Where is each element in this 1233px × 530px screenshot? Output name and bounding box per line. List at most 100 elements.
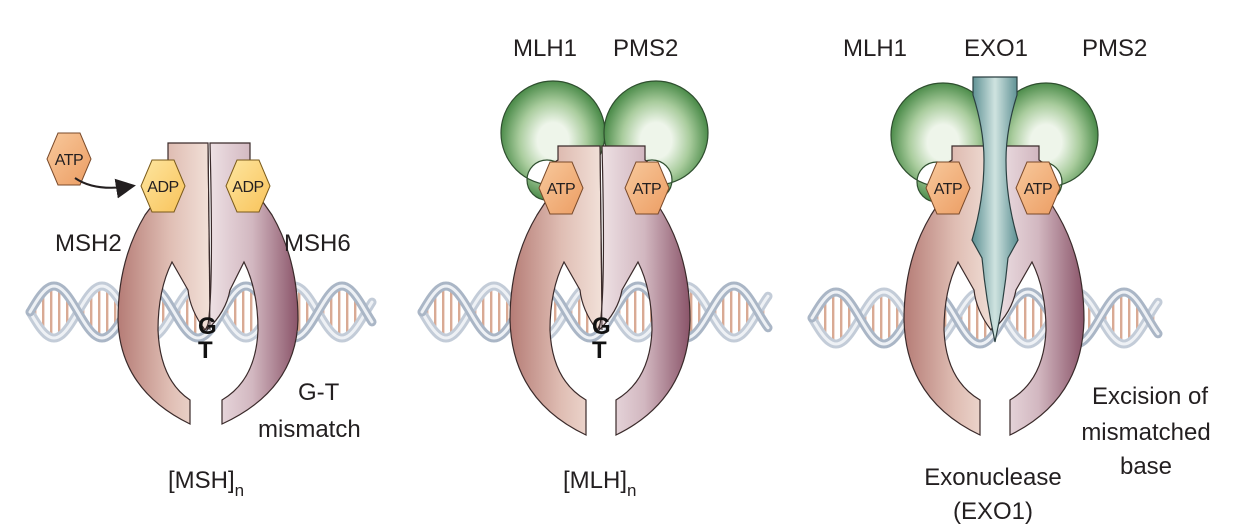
panel-exo1: ATP ATP MLH1 EXO1 PMS2 Excision of misma… xyxy=(807,35,1211,525)
label-pms2: PMS2 xyxy=(1082,35,1147,62)
dna-base-pair xyxy=(66,293,69,331)
label-excision-line2: mismatched xyxy=(1081,419,1210,446)
dna-base-pair xyxy=(698,293,701,331)
panel-msh: G T ATP ADP ADP MSH2 MSH6 G-T mismatch [… xyxy=(25,132,377,500)
adp-hexagon-right: ADP xyxy=(225,159,271,213)
label-pms2: PMS2 xyxy=(613,35,678,62)
dna-base-pair xyxy=(90,293,93,331)
dna-base-pair xyxy=(186,293,189,331)
caption-exonuclease-line2: (EXO1) xyxy=(953,498,1033,525)
dna-base-pair xyxy=(832,292,835,344)
dna-base-pair xyxy=(554,293,557,331)
dna-base-pair xyxy=(1120,292,1123,344)
mismatch-base-t: T xyxy=(198,337,213,364)
caption-mlh: [MLH]n xyxy=(563,467,636,500)
exchange-arrow-icon xyxy=(74,177,136,199)
dna-base-pair xyxy=(1016,299,1019,337)
dna-strand-highlight xyxy=(28,284,374,340)
dna-base-pair xyxy=(490,286,493,338)
dna-base-pair xyxy=(1136,299,1139,337)
dna-base-pair xyxy=(98,286,101,338)
dna-base-pair xyxy=(746,293,749,331)
atp-hexagon-left: ATP xyxy=(538,161,584,215)
adp-label-right: ADP xyxy=(232,179,263,196)
dna-base-pair xyxy=(730,286,733,338)
dna-base-pair xyxy=(434,293,437,331)
mlh-left-subunit xyxy=(509,145,604,436)
atp-label-left: ATP xyxy=(547,181,575,198)
dna-base-pair xyxy=(234,293,237,331)
atp-hexagon-right: ATP xyxy=(624,161,670,215)
exo-left-subunit xyxy=(903,145,998,436)
dna-base-pair xyxy=(482,293,485,331)
dna-base-pair xyxy=(306,293,309,331)
dna-base-pair xyxy=(626,293,629,331)
dna-base-pair xyxy=(106,286,109,338)
dna-base-pair xyxy=(722,293,725,331)
atp-label-left: ATP xyxy=(934,181,962,198)
label-excision-line1: Excision of xyxy=(1092,383,1208,410)
msh2-subunit xyxy=(117,142,212,425)
atp-hexagon-left: ATP xyxy=(925,161,971,215)
mismatch-base-g: G xyxy=(592,313,611,340)
dna-base-pair xyxy=(162,293,165,331)
dna-base-pair xyxy=(1032,292,1035,344)
exo1-nuclease xyxy=(971,76,1019,343)
dna-base-pair xyxy=(944,299,947,337)
label-msh2: MSH2 xyxy=(55,230,122,257)
dna-base-pair xyxy=(840,292,843,344)
dna-base-pair xyxy=(354,293,357,331)
dna-base-pair xyxy=(690,286,693,338)
dna-base-pair xyxy=(738,286,741,338)
dna-base-pair xyxy=(634,286,637,338)
caption-msh: [MSH]n xyxy=(168,467,244,500)
msh6-subunit xyxy=(205,142,299,425)
caption-exonuclease-line1: Exonuclease xyxy=(924,464,1061,491)
atp-hexagon-right: ATP xyxy=(1015,161,1061,215)
free-atp-hexagon: ATP xyxy=(46,132,92,186)
dna-base-pair xyxy=(1128,292,1131,344)
dna-base-pair xyxy=(330,293,333,331)
dna-base-pair xyxy=(450,286,453,338)
label-gt-line2: mismatch xyxy=(258,416,361,443)
dna-base-pair xyxy=(888,292,891,344)
dna-base-pair xyxy=(880,292,883,344)
dna-base-pair xyxy=(458,293,461,331)
label-mlh1: MLH1 xyxy=(843,35,907,62)
adp-hexagon-left: ADP xyxy=(140,159,186,213)
dna-base-pair xyxy=(896,299,899,337)
free-atp-label: ATP xyxy=(55,152,83,169)
dna-base-pair xyxy=(506,293,509,331)
dna-base-pair xyxy=(298,286,301,338)
dna-base-pair xyxy=(114,293,117,331)
label-excision-line3: base xyxy=(1120,453,1172,480)
dna-base-pair xyxy=(872,299,875,337)
dna-base-pair xyxy=(442,286,445,338)
panel-mlh: G T ATP ATP MLH1 PMS2 [MLH]n xyxy=(417,35,773,500)
atp-label-right: ATP xyxy=(1024,181,1052,198)
dna-base-pair xyxy=(242,286,245,338)
dna-base-pair xyxy=(58,286,61,338)
label-exo1: EXO1 xyxy=(964,35,1028,62)
mismatch-base-g: G xyxy=(198,313,217,340)
mismatch-base-t: T xyxy=(592,337,607,364)
dna-base-pair xyxy=(976,292,979,344)
adp-label-left: ADP xyxy=(147,179,178,196)
dna-base-pair xyxy=(1024,292,1027,344)
mlh-right-subunit xyxy=(597,145,691,436)
label-mlh1: MLH1 xyxy=(513,35,577,62)
dna-base-pair xyxy=(1040,299,1043,337)
dna-base-pair xyxy=(250,286,253,338)
dna-base-pair xyxy=(1112,299,1115,337)
dna-base-pair xyxy=(848,299,851,337)
dna-base-pair xyxy=(498,286,501,338)
dna-base-pair xyxy=(42,293,45,331)
dna-base-pair xyxy=(346,286,349,338)
dna-base-pair xyxy=(824,299,827,337)
dna-base-pair xyxy=(642,286,645,338)
dna-strand-highlight xyxy=(810,290,1160,346)
label-msh6: MSH6 xyxy=(284,230,351,257)
dna-strand-highlight xyxy=(420,284,770,340)
label-gt-line1: G-T xyxy=(298,379,340,406)
